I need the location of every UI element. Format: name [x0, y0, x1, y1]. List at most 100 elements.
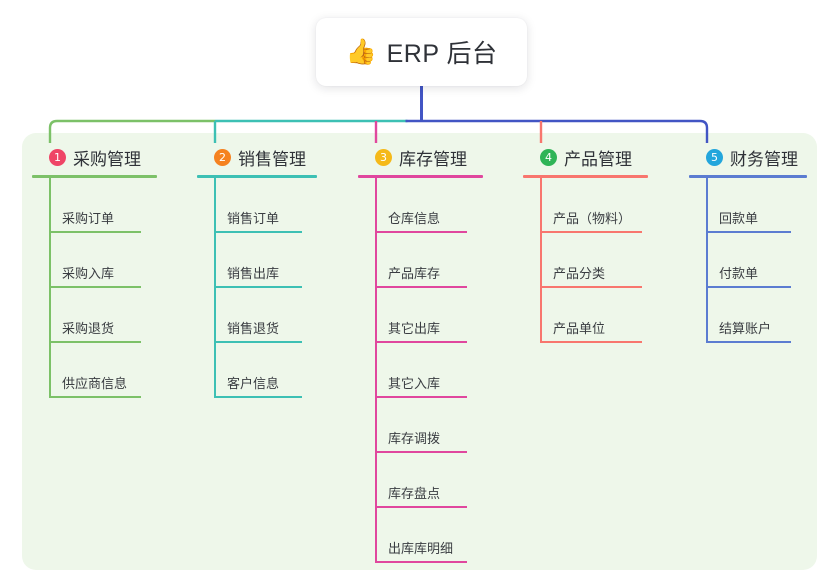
- branch-title: 采购管理: [73, 149, 141, 169]
- leaf-connector: [214, 231, 224, 233]
- leaf-item[interactable]: 采购入库: [32, 233, 157, 288]
- leaf-label: 付款单: [719, 266, 759, 281]
- leaf-underline: [59, 396, 141, 398]
- leaf-item[interactable]: 回款单: [689, 178, 807, 233]
- leaf-label: 采购退货: [62, 321, 115, 336]
- leaf-item[interactable]: 销售退货: [197, 288, 317, 343]
- leaf-item[interactable]: 仓库信息: [358, 178, 483, 233]
- leaf-label: 仓库信息: [388, 211, 441, 226]
- leaf-label: 库存调拨: [388, 431, 441, 446]
- branch-children: 销售订单销售出库销售退货客户信息: [197, 178, 317, 398]
- leaf-connector: [375, 451, 385, 453]
- leaf-connector: [706, 231, 716, 233]
- leaf-connector: [49, 396, 59, 398]
- leaf-label: 结算账户: [719, 321, 772, 336]
- leaf-connector: [49, 286, 59, 288]
- leaf-item[interactable]: 销售订单: [197, 178, 317, 233]
- branch-number-badge: 3: [375, 148, 392, 166]
- leaf-label: 出库库明细: [388, 541, 454, 556]
- leaf-label: 产品（物料）: [553, 211, 632, 226]
- branch-number-badge: 4: [540, 148, 557, 166]
- leaf-underline: [385, 506, 467, 508]
- branches-panel: [22, 133, 817, 570]
- leaf-underline: [550, 341, 642, 343]
- leaf-item[interactable]: 销售出库: [197, 233, 317, 288]
- leaf-item[interactable]: 产品库存: [358, 233, 483, 288]
- root-title: ERP 后台: [386, 40, 498, 68]
- branch-title: 销售管理: [238, 149, 306, 169]
- leaf-item[interactable]: 采购退货: [32, 288, 157, 343]
- branch-header[interactable]: 3 库存管理: [358, 143, 483, 171]
- leaf-connector: [375, 286, 385, 288]
- leaf-underline: [224, 231, 302, 233]
- leaf-connector: [375, 396, 385, 398]
- leaf-underline: [224, 396, 302, 398]
- leaf-item[interactable]: 产品（物料）: [523, 178, 648, 233]
- leaf-connector: [540, 341, 550, 343]
- branch-spine: [706, 178, 708, 343]
- leaf-label: 产品单位: [553, 321, 606, 336]
- branch-title: 库存管理: [399, 149, 467, 169]
- leaf-item[interactable]: 库存盘点: [358, 453, 483, 508]
- branch-spine: [49, 178, 51, 398]
- leaf-connector: [375, 561, 385, 563]
- leaf-connector: [540, 231, 550, 233]
- branch-1: 1 采购管理采购订单采购入库采购退货供应商信息: [32, 143, 157, 398]
- leaf-underline: [385, 396, 467, 398]
- thumbs-up-icon: 👍: [345, 37, 377, 66]
- branch-number-badge: 1: [49, 148, 66, 166]
- leaf-label: 销售订单: [227, 211, 280, 226]
- leaf-label: 产品分类: [553, 266, 606, 281]
- leaf-connector: [706, 286, 716, 288]
- branch-header[interactable]: 1 采购管理: [32, 143, 157, 171]
- branch-underline: [197, 175, 317, 178]
- leaf-underline: [59, 341, 141, 343]
- leaf-item[interactable]: 库存调拨: [358, 398, 483, 453]
- leaf-label: 销售退货: [227, 321, 280, 336]
- leaf-connector: [214, 286, 224, 288]
- branch-title: 财务管理: [730, 149, 798, 169]
- leaf-item[interactable]: 其它出库: [358, 288, 483, 343]
- leaf-item[interactable]: 付款单: [689, 233, 807, 288]
- root-node[interactable]: 👍 ERP 后台: [316, 18, 527, 86]
- leaf-item[interactable]: 采购订单: [32, 178, 157, 233]
- leaf-connector: [375, 231, 385, 233]
- leaf-connector: [214, 341, 224, 343]
- leaf-label: 其它入库: [388, 376, 441, 391]
- leaf-label: 采购订单: [62, 211, 115, 226]
- branch-spine: [375, 178, 377, 563]
- leaf-underline: [385, 286, 467, 288]
- leaf-underline: [716, 286, 791, 288]
- branch-underline: [689, 175, 807, 178]
- leaf-connector: [214, 396, 224, 398]
- branch-children: 回款单付款单结算账户: [689, 178, 807, 343]
- leaf-label: 回款单: [719, 211, 759, 226]
- leaf-item[interactable]: 客户信息: [197, 343, 317, 398]
- leaf-underline: [385, 451, 467, 453]
- leaf-underline: [385, 231, 467, 233]
- leaf-item[interactable]: 出库库明细: [358, 508, 483, 563]
- leaf-item[interactable]: 结算账户: [689, 288, 807, 343]
- branch-spine: [214, 178, 216, 398]
- leaf-item[interactable]: 其它入库: [358, 343, 483, 398]
- leaf-underline: [59, 231, 141, 233]
- leaf-connector: [375, 506, 385, 508]
- branch-header[interactable]: 2 销售管理: [197, 143, 317, 171]
- leaf-item[interactable]: 供应商信息: [32, 343, 157, 398]
- branch-underline: [32, 175, 157, 178]
- leaf-connector: [49, 231, 59, 233]
- leaf-connector: [375, 341, 385, 343]
- leaf-label: 产品库存: [388, 266, 441, 281]
- leaf-item[interactable]: 产品单位: [523, 288, 648, 343]
- branch-children: 采购订单采购入库采购退货供应商信息: [32, 178, 157, 398]
- leaf-item[interactable]: 产品分类: [523, 233, 648, 288]
- branch-children: 产品（物料） 产品分类产品单位: [523, 178, 648, 343]
- leaf-label: 采购入库: [62, 266, 115, 281]
- branch-underline: [523, 175, 648, 178]
- branch-number-badge: 2: [214, 148, 231, 166]
